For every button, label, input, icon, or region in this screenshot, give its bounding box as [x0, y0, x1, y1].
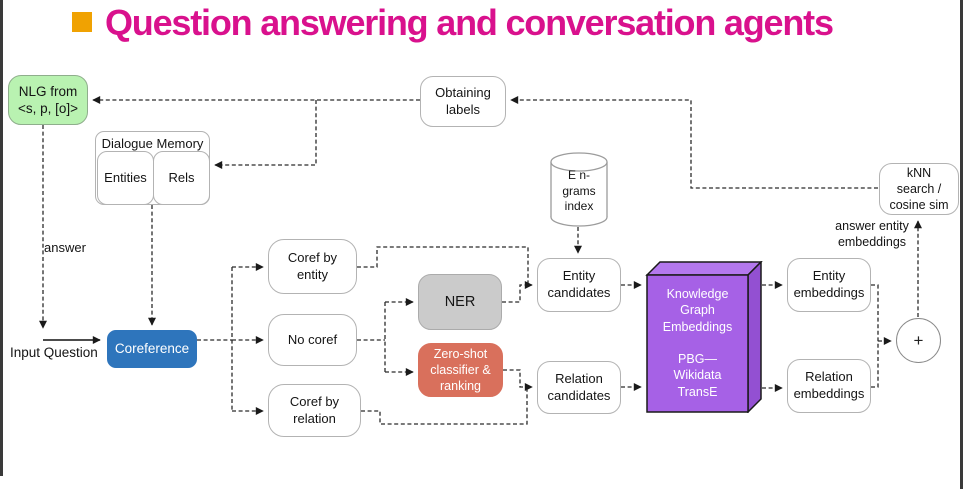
- label-answer-entity-embeddings: answer entity embeddings: [835, 219, 909, 249]
- node-zero-shot-classifier: Zero-shot classifier & ranking: [418, 343, 503, 397]
- title-bullet-icon: [72, 12, 92, 32]
- edge-no-coref-spine: [357, 302, 386, 372]
- cylinder-icon: [550, 152, 608, 227]
- node-knowledge-graph-embeddings: Knowledge Graph Embeddings PBG— Wikidata…: [645, 260, 763, 414]
- kge-3d-shape: [645, 260, 763, 414]
- edge-branch-to-rels: [214, 100, 317, 169]
- node-entities: Entities: [97, 151, 154, 205]
- slide-border-right: [960, 0, 963, 489]
- node-ngrams-index: E n- grams index: [550, 152, 608, 227]
- node-obtaining-labels: Obtaining labels: [420, 76, 506, 127]
- label-answer: answer: [44, 240, 86, 255]
- node-entity-embeddings: Entity embeddings: [787, 258, 871, 312]
- slide-title-row: Question answering and conversation agen…: [72, 0, 834, 45]
- page-title: Question answering and conversation agen…: [105, 2, 834, 43]
- node-entity-candidates: Entity candidates: [537, 258, 621, 312]
- ngrams-index-label: E n- grams index: [562, 168, 596, 214]
- node-rels: Rels: [153, 151, 210, 205]
- node-coref-by-entity: Coref by entity: [268, 239, 357, 294]
- node-coref-by-relation: Coref by relation: [268, 384, 361, 437]
- dialogue-memory-label: Dialogue Memory: [101, 136, 204, 151]
- label-input-question: Input Question: [10, 345, 98, 360]
- node-relation-candidates: Relation candidates: [537, 361, 621, 414]
- node-knn-search: kNN search / cosine sim: [879, 163, 959, 215]
- edge-ner-to-entity-candidates: [502, 281, 533, 303]
- edge-embeddings-merge: [871, 284, 879, 388]
- edge-coreference-branch-spine: [197, 267, 233, 411]
- node-sum-circle: +: [896, 318, 941, 363]
- node-nlg: NLG from <s, p, [o]>: [8, 75, 88, 125]
- node-relation-embeddings: Relation embeddings: [787, 359, 871, 413]
- node-no-coref: No coref: [268, 314, 357, 366]
- kge-label: Knowledge Graph Embeddings PBG— Wikidata…: [662, 287, 733, 399]
- node-ner: NER: [418, 274, 502, 330]
- node-coreference: Coreference: [107, 330, 197, 368]
- slide-border-left: [0, 0, 3, 476]
- edge-zero-shot-to-relation-candidates: [503, 369, 533, 391]
